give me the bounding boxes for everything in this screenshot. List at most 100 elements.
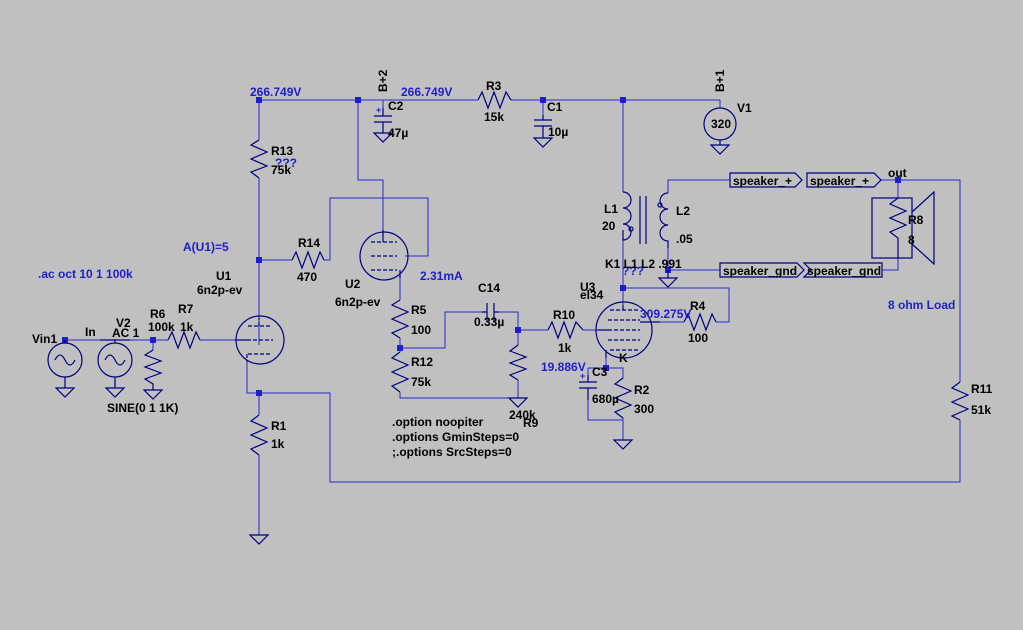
r12-name: R12	[411, 355, 433, 369]
c3-name: C3	[592, 365, 608, 379]
r3-resistor[interactable]	[477, 90, 512, 110]
c2-name: C2	[388, 99, 404, 113]
r4-value: 100	[688, 331, 708, 345]
net-flags	[719, 172, 883, 278]
ac-directive[interactable]: .ac oct 10 1 100k	[38, 267, 133, 281]
vin1-name: Vin1	[32, 332, 57, 346]
option-directive-2[interactable]: .options GminSteps=0	[392, 430, 519, 444]
r10-name: R10	[553, 308, 575, 322]
r10-resistor[interactable]	[547, 320, 584, 340]
r2-value: 300	[634, 402, 654, 416]
r6-resistor[interactable]	[143, 349, 163, 390]
u1-triode[interactable]	[235, 315, 285, 365]
r9-name: R9	[523, 416, 539, 430]
c1-capacitor[interactable]	[534, 115, 552, 138]
r12-value: 75k	[411, 375, 431, 389]
r4-name: R4	[690, 299, 706, 313]
v1-name: V1	[737, 101, 752, 115]
r1-resistor[interactable]	[249, 414, 269, 456]
r2-name: R2	[634, 383, 650, 397]
c1-name: C1	[547, 100, 563, 114]
u2-triode[interactable]	[359, 230, 409, 281]
u2-name: U2	[345, 277, 361, 291]
r4-resistor[interactable]	[683, 312, 717, 332]
r11-name: R11	[971, 382, 993, 396]
r9-value: 240k	[509, 408, 536, 422]
r14-resistor[interactable]	[291, 250, 325, 270]
v2-alt: AC 1	[112, 326, 140, 340]
c2-value: 47µ	[388, 126, 408, 140]
option-directive-3[interactable]: ;.options SrcSteps=0	[392, 445, 512, 459]
c2-capacitor[interactable]: +	[374, 105, 392, 133]
r13-resistor[interactable]	[249, 139, 269, 179]
r5-name: R5	[411, 303, 427, 317]
c3-capacitor[interactable]: +	[579, 371, 597, 400]
option-directive-1[interactable]: .option noopiter	[392, 415, 484, 429]
r5-value: 100	[411, 323, 431, 337]
r1-value: 1k	[271, 437, 285, 451]
r7-resistor[interactable]	[167, 330, 201, 350]
u1-model: 6n2p-ev	[197, 283, 243, 297]
r14-value: 470	[297, 270, 317, 284]
r14-name: R14	[298, 236, 320, 250]
load-annotation: 8 ohm Load	[888, 298, 955, 312]
v2-value: SINE(0 1 1K)	[107, 401, 178, 415]
speaker-plus-flag-a: speaker_+	[733, 174, 792, 188]
ground-symbols	[54, 132, 731, 545]
speaker-gnd-flag-a: speaker_gnd	[723, 264, 797, 278]
wires	[65, 99, 961, 535]
u3-pentode[interactable]	[595, 301, 660, 359]
r8-value: 8	[908, 233, 915, 247]
b2-node-voltage: 266.749V	[401, 85, 452, 99]
u3-name: U3	[580, 280, 596, 294]
r3-value: 15k	[484, 110, 504, 124]
r3-name: R3	[486, 79, 502, 93]
r13-value: 75k	[271, 163, 291, 177]
l1-value: 20	[602, 219, 616, 233]
k1-question: ???	[622, 264, 644, 278]
l1-name: L1	[604, 202, 618, 216]
u3-model: el34	[580, 288, 604, 302]
net-b1-label: B+1	[713, 69, 727, 92]
r9-resistor[interactable]	[508, 344, 528, 381]
net-out-label: out	[888, 166, 907, 180]
net-in-label: In	[85, 325, 96, 339]
output-transformer[interactable]	[622, 191, 669, 248]
k1-coupling: K1 L1 L2 .991	[605, 257, 682, 271]
vin1-source[interactable]	[47, 340, 83, 388]
u2-current-label: 2.31mA	[420, 269, 463, 283]
r10-value: 1k	[558, 341, 572, 355]
u2-model: 6n2p-ev	[335, 295, 381, 309]
r7-name: R7	[178, 302, 194, 316]
r6-name: R6	[150, 307, 166, 321]
l2-name: L2	[676, 204, 690, 218]
u3-grid-voltage: 309.275V	[640, 307, 691, 321]
r8-name: R8	[908, 213, 924, 227]
r2-resistor[interactable]	[613, 377, 633, 419]
c14-value: 0.33µ	[474, 315, 504, 329]
v1-value: 320	[711, 117, 731, 131]
gain-label: A(U1)=5	[183, 240, 229, 254]
c14-capacitor[interactable]	[482, 303, 499, 321]
r12-resistor[interactable]	[390, 351, 410, 393]
c14-name: C14	[478, 281, 500, 295]
r8-resistor[interactable]	[888, 197, 908, 258]
v2-name: V2	[116, 316, 131, 330]
speaker-plus-flag-b: speaker_+	[810, 174, 869, 188]
r11-resistor[interactable]	[950, 381, 970, 421]
r5-resistor[interactable]	[390, 299, 410, 339]
speaker-load[interactable]	[871, 190, 935, 266]
r6-value: 100k	[148, 320, 175, 334]
v2-source[interactable]	[97, 339, 133, 388]
r1-name: R1	[271, 419, 287, 433]
r7-value: 1k	[180, 320, 194, 334]
u1-plate-voltage: 266.749V	[250, 85, 301, 99]
c1-value: 10µ	[548, 125, 568, 139]
v1-source[interactable]	[703, 107, 737, 145]
u3-k-pin: K	[619, 351, 628, 365]
svg-text:+: +	[580, 371, 585, 381]
u1-name: U1	[216, 269, 232, 283]
r11-value: 51k	[971, 403, 991, 417]
speaker-gnd-flag-b: speaker_gnd	[807, 264, 881, 278]
